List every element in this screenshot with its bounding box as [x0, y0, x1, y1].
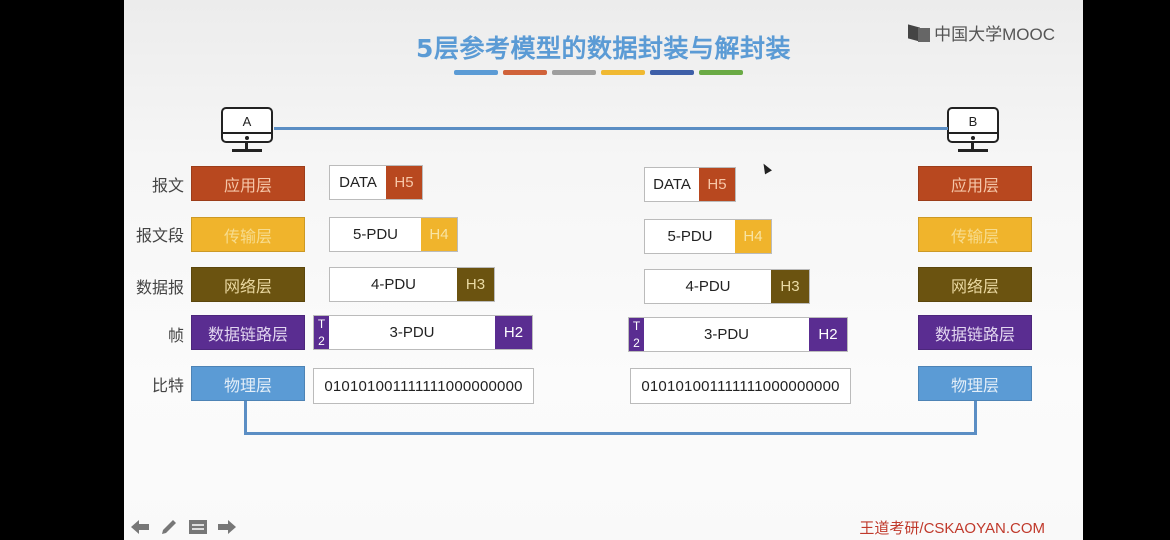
pdu-3pdu-h2-b: T 2 3-PDU H2 — [628, 317, 848, 352]
row-label-segment: 报文段 — [135, 226, 184, 245]
trailer-2: 2 — [633, 336, 640, 350]
host-connection-line — [274, 127, 948, 130]
layer-datalink-a: 数据链路层 — [191, 315, 305, 350]
row-label-bit: 比特 — [151, 376, 184, 395]
pdu-header-h5: H5 — [699, 168, 735, 201]
slide-title: 5层参考模型的数据封装与解封装 — [416, 34, 791, 63]
pdu-body: 3-PDU — [703, 326, 749, 343]
row-label-frame: 帧 — [167, 326, 184, 345]
pdu-body: 4-PDU — [685, 278, 731, 295]
pdu-4pdu-h3-b: 4-PDU H3 — [644, 269, 810, 304]
mouse-cursor-icon — [760, 161, 772, 175]
layer-network-a: 网络层 — [191, 267, 305, 302]
pdu-body: DATA — [339, 174, 377, 191]
row-label-message: 报文 — [151, 176, 184, 195]
pdu-header-h3: H3 — [771, 270, 809, 303]
row-label-datagram: 数据报 — [135, 278, 184, 297]
slide: 5层参考模型的数据封装与解封装 中国大学MOOC A B 报文 报文段 数据报 … — [124, 0, 1083, 540]
bitstream-a: 010101001111111000000000 — [313, 368, 534, 404]
color-bar — [601, 70, 645, 75]
pdu-body: 4-PDU — [370, 276, 416, 293]
layer-transport-a: 传输层 — [191, 217, 305, 252]
pdu-3pdu-h2-a: T 2 3-PDU H2 — [313, 315, 533, 350]
pdu-data-h5-b: DATA H5 — [644, 167, 736, 202]
next-arrow-icon[interactable] — [217, 518, 237, 536]
pdu-header-h4: H4 — [421, 218, 457, 251]
computer-icon-b: B — [947, 107, 1001, 153]
color-bars — [454, 70, 743, 75]
layer-application-b: 应用层 — [918, 166, 1032, 201]
layer-network-b: 网络层 — [918, 267, 1032, 302]
pdu-body: DATA — [653, 176, 691, 193]
pdu-5pdu-h4-a: 5-PDU H4 — [329, 217, 458, 252]
pdu-4pdu-h3-a: 4-PDU H3 — [329, 267, 495, 302]
prev-arrow-icon[interactable] — [130, 518, 150, 536]
trailer-t: T — [317, 317, 326, 331]
mooc-logo-icon — [908, 24, 931, 42]
bitstream-b: 010101001111111000000000 — [630, 368, 851, 404]
pdu-header-h2: H2 — [495, 316, 532, 349]
pdu-body: 3-PDU — [389, 324, 435, 341]
computer-icon-a: A — [221, 107, 275, 153]
layer-physical-b: 物理层 — [918, 366, 1032, 401]
footer-watermark: 王道考研/CSKAOYAN.COM — [859, 520, 1045, 537]
pdu-body: 5-PDU — [352, 226, 398, 243]
trailer-t: T — [632, 319, 641, 333]
color-bar — [552, 70, 596, 75]
pdu-trailer-t2: T 2 — [629, 318, 644, 351]
color-bar — [650, 70, 694, 75]
mooc-logo: 中国大学MOOC — [908, 20, 1055, 45]
pdu-5pdu-h4-b: 5-PDU H4 — [644, 219, 772, 254]
mooc-logo-text: 中国大学MOOC — [934, 25, 1055, 44]
pdu-header-h3: H3 — [457, 268, 494, 301]
color-bar — [503, 70, 547, 75]
slide-nav — [130, 518, 237, 536]
pdu-header-h5: H5 — [386, 166, 422, 199]
physical-link-line — [244, 401, 977, 435]
layer-transport-b: 传输层 — [918, 217, 1032, 252]
layer-application-a: 应用层 — [191, 166, 305, 201]
pdu-trailer-t2: T 2 — [314, 316, 329, 349]
host-a-label: A — [242, 114, 252, 129]
host-b-label: B — [968, 114, 978, 129]
color-bar — [699, 70, 743, 75]
pen-icon[interactable] — [159, 518, 179, 536]
pdu-body: 5-PDU — [667, 228, 713, 245]
layer-datalink-b: 数据链路层 — [918, 315, 1032, 350]
color-bar — [454, 70, 498, 75]
trailer-2: 2 — [318, 334, 325, 348]
pdu-data-h5-a: DATA H5 — [329, 165, 423, 200]
pdu-header-h2: H2 — [809, 318, 847, 351]
menu-icon[interactable] — [188, 518, 208, 536]
layer-physical-a: 物理层 — [191, 366, 305, 401]
pdu-header-h4: H4 — [735, 220, 771, 253]
